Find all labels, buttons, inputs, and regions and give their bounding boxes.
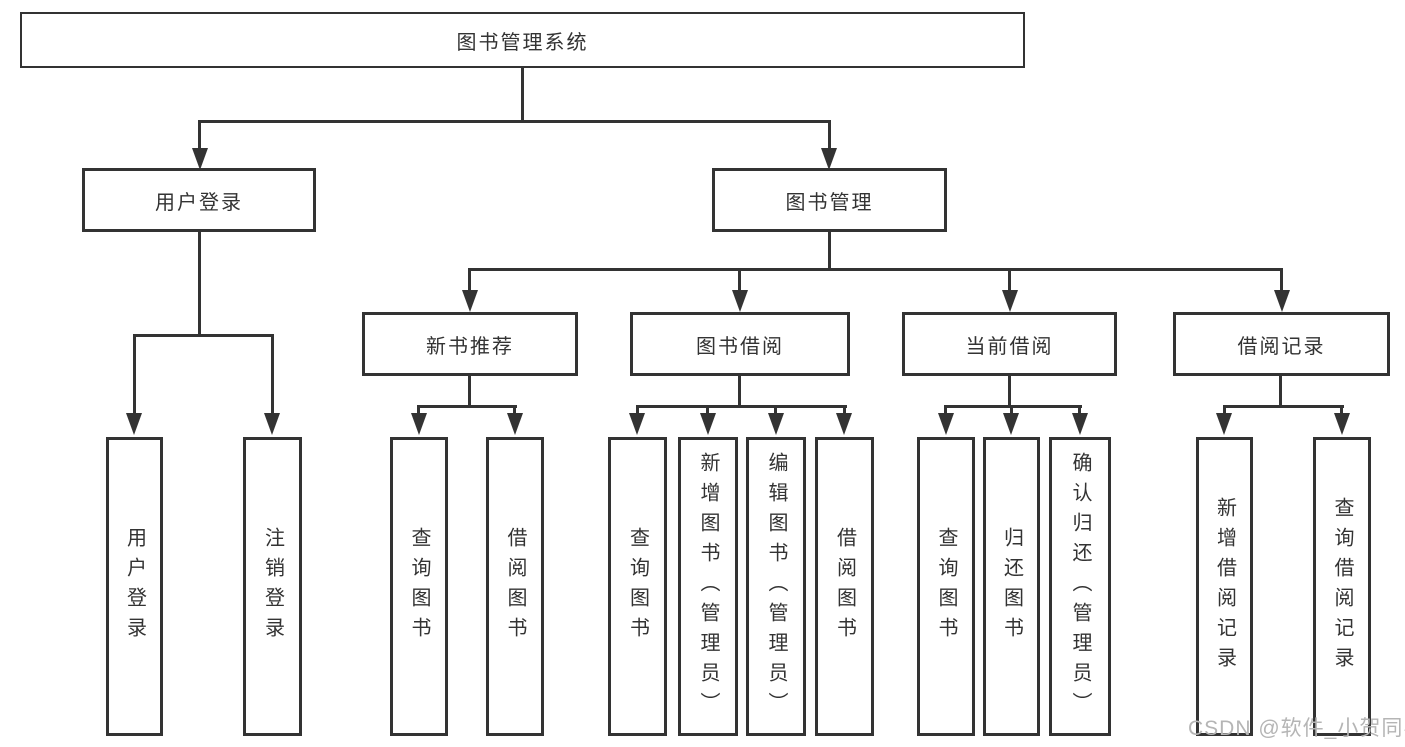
connector-records-branch [1223,405,1344,408]
connector-l3-branch [468,268,1283,271]
connector-current-stem [1008,374,1011,407]
node-borrow-books-leaf: 借阅图书 [815,437,874,736]
node-add-books-admin-label: 新增图书（管理员） [697,451,719,722]
node-borrow-books-recommend-label: 借阅图书 [504,526,526,647]
arrowhead-down-icon [700,413,716,435]
connector-borrowing-shaft-3 [774,405,777,415]
connector-user-login-branch [133,334,274,337]
node-borrow-books-recommend: 借阅图书 [486,437,544,736]
node-query-borrow-record: 查询借阅记录 [1313,437,1371,736]
arrowhead-down-icon [411,413,427,435]
node-book-management: 图书管理 [712,168,947,232]
connector-current-shaft-3 [1078,405,1081,415]
node-return-books: 归还图书 [983,437,1040,736]
arrowhead-down-icon [1274,290,1290,312]
node-book-borrowing: 图书借阅 [630,312,850,376]
connector-book-mgmt-stem [828,230,831,270]
connector-l3-shaft-1 [468,268,471,292]
connector-borrowing-stem [738,374,741,407]
connector-borrowing-shaft-1 [636,405,639,415]
node-library-system: 图书管理系统 [20,12,1025,68]
connector-records-stem [1279,374,1282,407]
node-new-book-recommendation-label: 新书推荐 [426,335,514,358]
node-user-login: 用户登录 [82,168,316,232]
arrowhead-down-icon [264,413,280,435]
node-current-borrowing-label: 当前借阅 [965,335,1054,358]
connector-l2-shaft-left [198,120,201,150]
arrowhead-down-icon [629,413,645,435]
connector-l3-shaft-2 [738,268,741,292]
node-query-books-current: 查询图书 [917,437,975,736]
node-user-login-label: 用户登录 [155,191,243,214]
node-book-management-label: 图书管理 [785,191,874,214]
node-library-system-label: 图书管理系统 [456,31,589,54]
node-query-books-recommend: 查询图书 [390,437,448,736]
node-book-borrowing-label: 图书借阅 [696,335,784,358]
arrowhead-down-icon [821,148,837,170]
node-confirm-return-admin: 确认归还（管理员） [1049,437,1111,736]
node-borrowing-records: 借阅记录 [1173,312,1390,376]
node-user-login-leaf: 用户登录 [106,437,163,736]
arrowhead-down-icon [732,290,748,312]
connector-borrowing-shaft-4 [843,405,846,415]
connector-current-shaft-2 [1010,405,1013,415]
connector-user-login-shaft-left [133,334,136,414]
arrowhead-down-icon [1216,413,1232,435]
node-borrowing-records-label: 借阅记录 [1237,335,1326,358]
arrowhead-down-icon [192,148,208,170]
node-current-borrowing: 当前借阅 [902,312,1117,376]
node-new-borrow-record-label: 新增借阅记录 [1213,496,1236,677]
connector-borrowing-shaft-2 [706,405,709,415]
connector-recommend-branch [417,405,517,408]
arrowhead-down-icon [1072,413,1088,435]
node-return-books-label: 归还图书 [1000,526,1023,647]
node-confirm-return-admin-label: 确认归还（管理员） [1069,451,1091,722]
node-new-book-recommendation: 新书推荐 [362,312,578,376]
arrowhead-down-icon [1334,413,1350,435]
connector-l3-shaft-3 [1008,268,1011,292]
node-logout-login-leaf-label: 注销登录 [261,526,284,647]
arrowhead-down-icon [462,290,478,312]
node-edit-books-admin: 编辑图书（管理员） [746,437,806,736]
node-edit-books-admin-label: 编辑图书（管理员） [765,451,787,722]
arrowhead-down-icon [507,413,523,435]
node-query-books-borrow-label: 查询图书 [626,526,649,647]
connector-recommend-shaft-2 [513,405,516,415]
arrowhead-down-icon [768,413,784,435]
node-new-borrow-record: 新增借阅记录 [1196,437,1253,736]
connector-l2-branch [198,120,830,123]
arrowhead-down-icon [1002,290,1018,312]
node-query-books-current-label: 查询图书 [935,526,957,647]
connector-borrowing-branch [636,405,847,408]
connector-user-login-shaft-right [271,334,274,414]
connector-records-shaft-2 [1340,405,1343,415]
node-add-books-admin: 新增图书（管理员） [678,437,738,736]
node-query-books-recommend-label: 查询图书 [408,526,430,647]
csdn-watermark: CSDN @软件_小贺同学 [1188,717,1405,740]
connector-recommend-shaft-1 [417,405,420,415]
connector-recommend-stem [468,374,471,407]
connector-records-shaft-1 [1223,405,1226,415]
node-logout-login-leaf: 注销登录 [243,437,302,736]
connector-l3-shaft-4 [1280,268,1283,292]
connector-l2-shaft-right [828,120,831,150]
node-user-login-leaf-label: 用户登录 [123,526,146,647]
node-borrow-books-leaf-label: 借阅图书 [833,526,856,647]
arrowhead-down-icon [836,413,852,435]
connector-current-branch [944,405,1082,408]
arrowhead-down-icon [126,413,142,435]
node-query-borrow-record-label: 查询借阅记录 [1331,496,1353,677]
arrowhead-down-icon [1003,413,1019,435]
connector-user-login-stem [198,230,201,336]
connector-root-stem [521,66,524,122]
arrowhead-down-icon [938,413,954,435]
node-query-books-borrow: 查询图书 [608,437,667,736]
connector-current-shaft-1 [944,405,947,415]
